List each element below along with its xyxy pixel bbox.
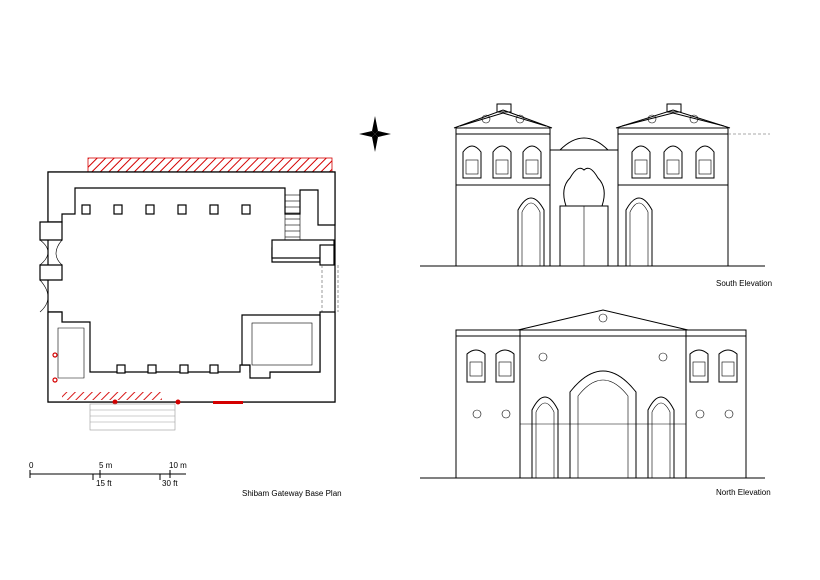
hatched-zone-south [62,392,162,400]
south-elevation-caption: South Elevation [716,279,772,288]
base-plan [39,157,339,431]
red-dot [175,399,181,405]
hatched-zone-top [87,157,333,173]
south-elevation [420,103,770,267]
entrance-steps [89,403,176,431]
north-pediment [517,309,689,331]
door-swing-west-1 [39,239,49,266]
scale-tick-0: 0 [29,461,34,470]
scale-tick-30ft: 30 ft [162,479,178,488]
scale-tick-5m: 5 m [99,461,113,470]
east-pier-small [319,244,335,266]
red-bar [213,401,243,404]
pier-row-south [116,364,219,374]
scale-bar: 0 5 m 10 m 15 ft 30 ft [29,461,187,488]
door-swing-west-2 [39,279,49,313]
plan-west-jamb-lower [39,264,63,281]
red-dot [112,399,118,405]
south-central-gate [549,137,619,267]
pediment-oculus [598,313,608,323]
south-left-tower [453,103,553,267]
pier-row-north [81,204,251,215]
red-marker [52,352,58,358]
north-elevation [420,309,765,479]
east-projection-dashed [321,265,339,312]
red-marker [52,377,58,383]
southeast-room-interior [251,322,313,366]
north-central-arch [569,370,637,478]
south-right-tower [615,103,770,267]
plan-west-jamb-upper [39,221,63,241]
compass-rose-icon [359,116,391,152]
north-elevation-caption: North Elevation [716,488,771,497]
door-swing-west-3 [55,239,63,266]
scale-tick-15ft: 15 ft [96,479,112,488]
plan-caption: Shibam Gateway Base Plan [242,489,342,498]
plan-southeast-room [241,314,321,379]
scale-tick-10m: 10 m [169,461,187,470]
plan-southwest-room [57,327,85,379]
